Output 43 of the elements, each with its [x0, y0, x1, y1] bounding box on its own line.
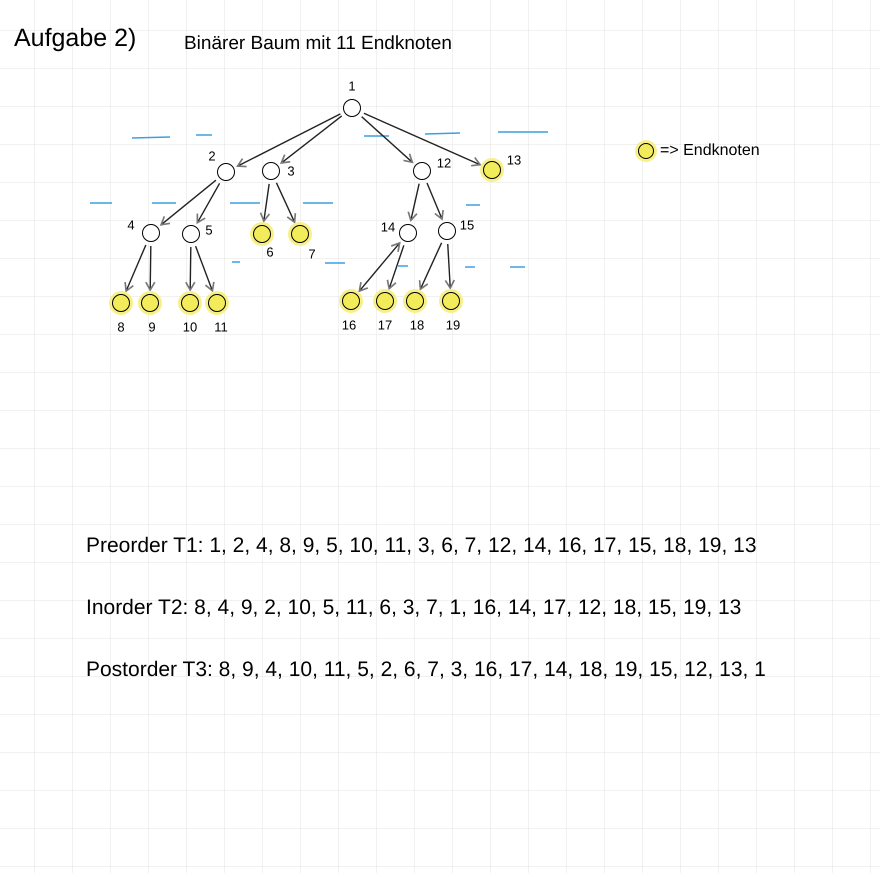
node-number-label: 12: [436, 156, 452, 170]
arrow: [236, 113, 341, 168]
node-number-label: 3: [287, 164, 295, 178]
arrow: [194, 246, 215, 292]
arrow: [280, 115, 342, 164]
node-number-label: 1: [348, 80, 356, 92]
node-number-label: 8: [117, 320, 125, 334]
arrow: [426, 182, 444, 220]
arrow: [196, 182, 220, 224]
node-number-label: 16: [342, 318, 356, 332]
arrow: [124, 244, 147, 292]
legend-text: => Endknoten: [660, 141, 760, 161]
traversal-order-line: Preorder T1: 1, 2, 4, 8, 9, 5, 10, 11, 3, 6, 7, 12, 14, 16, 17, 15, 18, 19, 13: [86, 533, 757, 559]
node-number-label: 11: [214, 320, 228, 334]
arrow: [260, 184, 270, 222]
node-number-label: 19: [446, 318, 460, 332]
traversal-order-line: Inorder T2: 8, 4, 9, 2, 10, 5, 11, 6, 3, 7, 1, 16, 14, 17, 12, 18, 15, 19, 13: [86, 595, 742, 621]
arrow: [184, 247, 196, 291]
arrow: [364, 112, 481, 166]
node-number-label: 2: [208, 150, 216, 162]
node-number-label: 13: [506, 154, 522, 166]
arrow: [407, 184, 420, 222]
node-number-label: 9: [148, 320, 156, 334]
arrow: [386, 245, 404, 290]
node-number-label: 15: [460, 218, 474, 232]
arrow: [160, 180, 216, 226]
node-number-label: 10: [182, 320, 198, 334]
arrow: [276, 182, 296, 224]
exercise-heading: Aufgabe 2): [14, 23, 136, 54]
arrow: [144, 246, 156, 291]
node-number-label: 4: [127, 218, 135, 232]
node-number-label: 17: [378, 318, 392, 332]
arrow: [358, 242, 400, 292]
node-number-label: 7: [308, 248, 316, 260]
node-number-label: 14: [380, 220, 396, 234]
title: Binärer Baum mit 11 Endknoten: [184, 32, 452, 56]
node-number-label: 6: [266, 246, 274, 258]
arrow: [444, 244, 456, 289]
arrow: [361, 116, 414, 164]
traversal-order-line: Postorder T3: 8, 9, 4, 10, 11, 5, 2, 6, 7, 3, 16, 17, 14, 18, 19, 15, 12, 13, 1: [86, 657, 766, 683]
node-number-label: 5: [205, 224, 213, 236]
arrow: [418, 242, 442, 290]
node-number-label: 18: [410, 318, 424, 332]
